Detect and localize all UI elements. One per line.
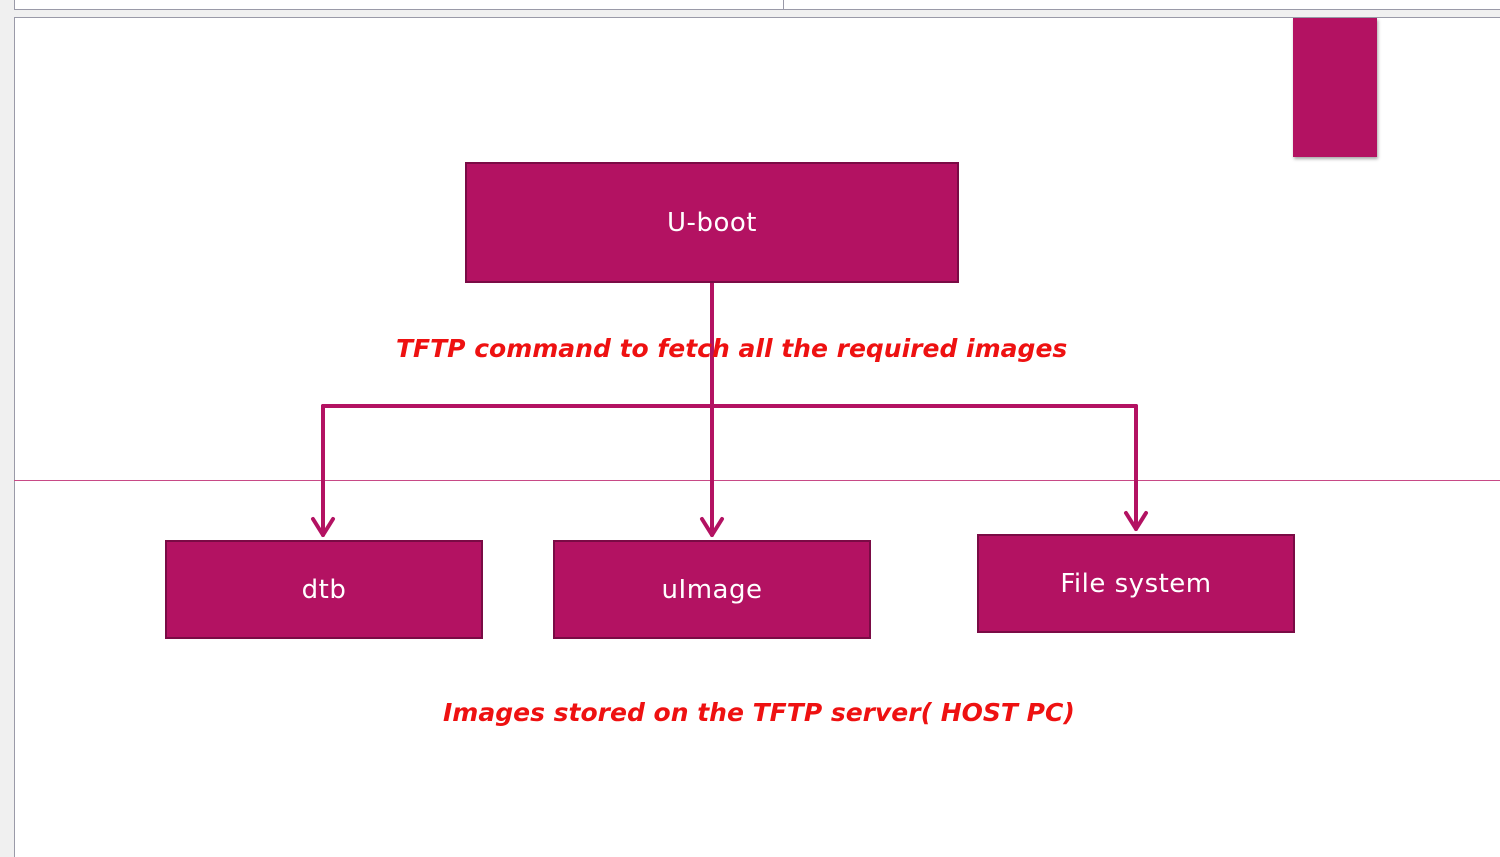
dtb-label: dtb [301,574,347,605]
tftp-command-annotation: TFTP command to fetch all the required i… [396,334,1068,363]
strip-divider [783,0,784,10]
slide-canvas [14,17,1500,857]
uboot-label: U-boot [667,207,757,238]
previous-slide-strip [14,0,1500,10]
uimage-label: uImage [661,574,763,605]
filesystem-box: File system [977,534,1295,633]
filesystem-label: File system [1060,568,1212,599]
horizontal-guide-line [14,480,1500,481]
uimage-box: uImage [553,540,871,639]
dtb-box: dtb [165,540,483,639]
uboot-box: U-boot [465,162,959,283]
decorative-corner-tab [1293,18,1377,157]
tftp-server-annotation: Images stored on the TFTP server( HOST P… [443,698,1075,727]
